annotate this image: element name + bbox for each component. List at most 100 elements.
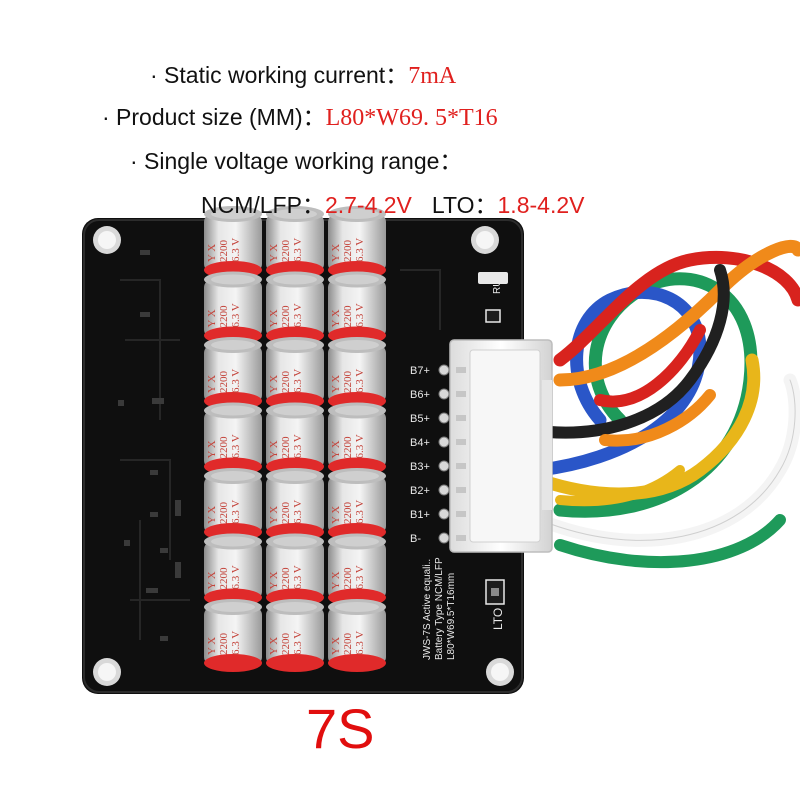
capacitor-marking: 6.3 V	[230, 434, 242, 458]
capacitor-marking: 2200	[218, 305, 230, 328]
capacitor-marking: 6.3 V	[230, 500, 242, 524]
lto-mark: LTO	[491, 608, 505, 630]
spec-static-current-label: · Static working current：	[150, 62, 409, 88]
spec-voltage-range-label: · Single voltage working range：	[130, 148, 463, 174]
capacitor-marking: 2200	[280, 305, 292, 328]
capacitor-marking: 6.3 V	[292, 631, 304, 655]
spec-product-size-label: · Product size (MM)：	[102, 104, 326, 130]
spec-ncm-value: 2.7-4.2V	[324, 192, 412, 218]
wire-red	[553, 250, 800, 367]
connector-slot	[456, 439, 466, 445]
capacitor-marking: 6.3 V	[292, 565, 304, 589]
capacitor-marking: 6.3 V	[230, 369, 242, 393]
capacitor-marking: 6.3 V	[292, 369, 304, 393]
capacitor-marking: Y X	[268, 309, 280, 327]
balance-connector	[449, 339, 553, 553]
model-label: 7S	[306, 697, 375, 760]
connector-slot	[456, 391, 466, 397]
capacitor-marking: 6.3 V	[354, 303, 366, 327]
capacitor-marking: Y X	[206, 440, 218, 458]
capacitor-marking: 2200	[218, 502, 230, 525]
capacitor-marking: 6.3 V	[292, 434, 304, 458]
connector-pin	[438, 364, 450, 376]
capacitor-marking: 6.3 V	[230, 565, 242, 589]
mounting-hole	[471, 226, 499, 254]
capacitor-marking: Y X	[268, 637, 280, 655]
capacitor-marking: Y X	[206, 375, 218, 393]
spec-product-size: · Product size (MM)：L80*W69. 5*T16	[102, 98, 498, 132]
connector-pin	[438, 484, 450, 496]
capacitor-marking: 2200	[218, 436, 230, 459]
capacitor-marking: 6.3 V	[230, 303, 242, 327]
connector-pin	[438, 388, 450, 400]
spec-lto-value: 1.8-4.2V	[497, 192, 585, 218]
spec-ncm-label: NCM/LFP：	[201, 192, 325, 218]
capacitor-marking: Y X	[268, 244, 280, 262]
pin-label: B6+	[410, 389, 430, 401]
pin-label: B-	[410, 533, 421, 545]
pin-label: B2+	[410, 485, 430, 497]
capacitor-marking: 2200	[342, 567, 354, 590]
wire-green-lower	[554, 514, 786, 569]
wire-yellow	[533, 353, 761, 501]
pin-label: B7+	[410, 365, 430, 377]
connector-slot	[456, 511, 466, 517]
capacitor-marking: Y X	[330, 506, 342, 524]
capacitor-marking: Y X	[268, 375, 280, 393]
wire-black	[524, 264, 730, 439]
connector-pin	[438, 532, 450, 544]
wire-orange-2	[599, 389, 716, 447]
capacitor-marking: 2200	[218, 240, 230, 263]
capacitor-marking: 2200	[342, 502, 354, 525]
capacitor-marking: 2200	[342, 240, 354, 263]
capacitor-marking: 2200	[280, 633, 292, 656]
capacitor-marking: 6.3 V	[354, 631, 366, 655]
capacitor-marking: 6.3 V	[354, 369, 366, 393]
capacitor-marking: Y X	[268, 571, 280, 589]
connector-slot	[456, 463, 466, 469]
spec-product-size-value: L80*W69. 5*T16	[325, 105, 498, 131]
capacitor-marking: Y X	[206, 244, 218, 262]
capacitor-marking: Y X	[268, 506, 280, 524]
capacitor-marking: 2200	[218, 371, 230, 394]
capacitor-marking: Y X	[330, 375, 342, 393]
connector-slot	[456, 487, 466, 493]
spec-voltage-range: · Single voltage working range：	[130, 142, 462, 176]
pin-label: B5+	[410, 413, 430, 425]
capacitor-marking: Y X	[206, 506, 218, 524]
capacitor-marking: 6.3 V	[354, 434, 366, 458]
capacitor-marking: Y X	[268, 440, 280, 458]
capacitor-marking: 6.3 V	[354, 500, 366, 524]
capacitor-marking: 2200	[218, 567, 230, 590]
capacitor-marking: Y X	[330, 440, 342, 458]
wire-orange	[553, 239, 800, 387]
capacitor-marking: 2200	[342, 305, 354, 328]
mounting-hole	[93, 226, 121, 254]
capacitor-marking: 6.3 V	[354, 238, 366, 262]
capacitor-marking: Y X	[330, 571, 342, 589]
connector-pin	[438, 412, 450, 424]
pin-label-column: B7+B6+B5+B4+B3+B2+B1+B-	[410, 364, 466, 545]
capacitor-marking: 2200	[280, 567, 292, 590]
connector-pin	[438, 436, 450, 448]
capacitor-marking: 2200	[342, 436, 354, 459]
balance-wire-bundle	[524, 239, 800, 569]
capacitor-marking: 2200	[280, 240, 292, 263]
